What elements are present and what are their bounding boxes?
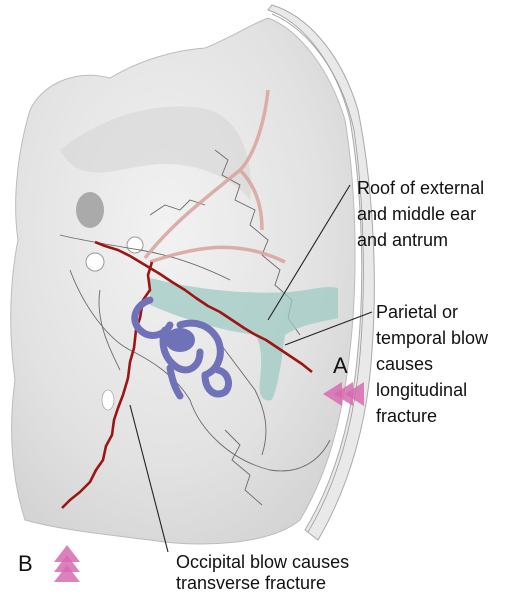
label-roof-line-2: and middle ear <box>357 203 476 225</box>
label-parietal-line-1: Parietal or <box>376 301 458 323</box>
label-roof-line-1: Roof of external <box>357 177 484 199</box>
label-roof-line-3: and antrum <box>357 229 448 251</box>
shadow-foramen <box>127 237 143 253</box>
label-parietal-line-3: causes <box>376 353 433 375</box>
shadow-low <box>102 390 114 410</box>
marker-b-label: B <box>18 552 33 576</box>
skull-bone <box>11 18 355 544</box>
label-parietal-line-2: temporal blow <box>376 327 488 349</box>
label-occipital-line-2: transverse fracture <box>176 572 326 594</box>
label-parietal-line-5: fracture <box>376 405 437 427</box>
blow-arrow-b <box>54 545 80 582</box>
marker-a-label: A <box>333 354 348 378</box>
label-occipital-line-1: Occipital blow causes <box>176 551 349 573</box>
label-parietal-line-4: longitudinal <box>376 379 467 401</box>
shadow-orbit <box>76 192 104 228</box>
labyrinth-vestibule <box>165 328 195 352</box>
shadow-left <box>86 253 104 271</box>
